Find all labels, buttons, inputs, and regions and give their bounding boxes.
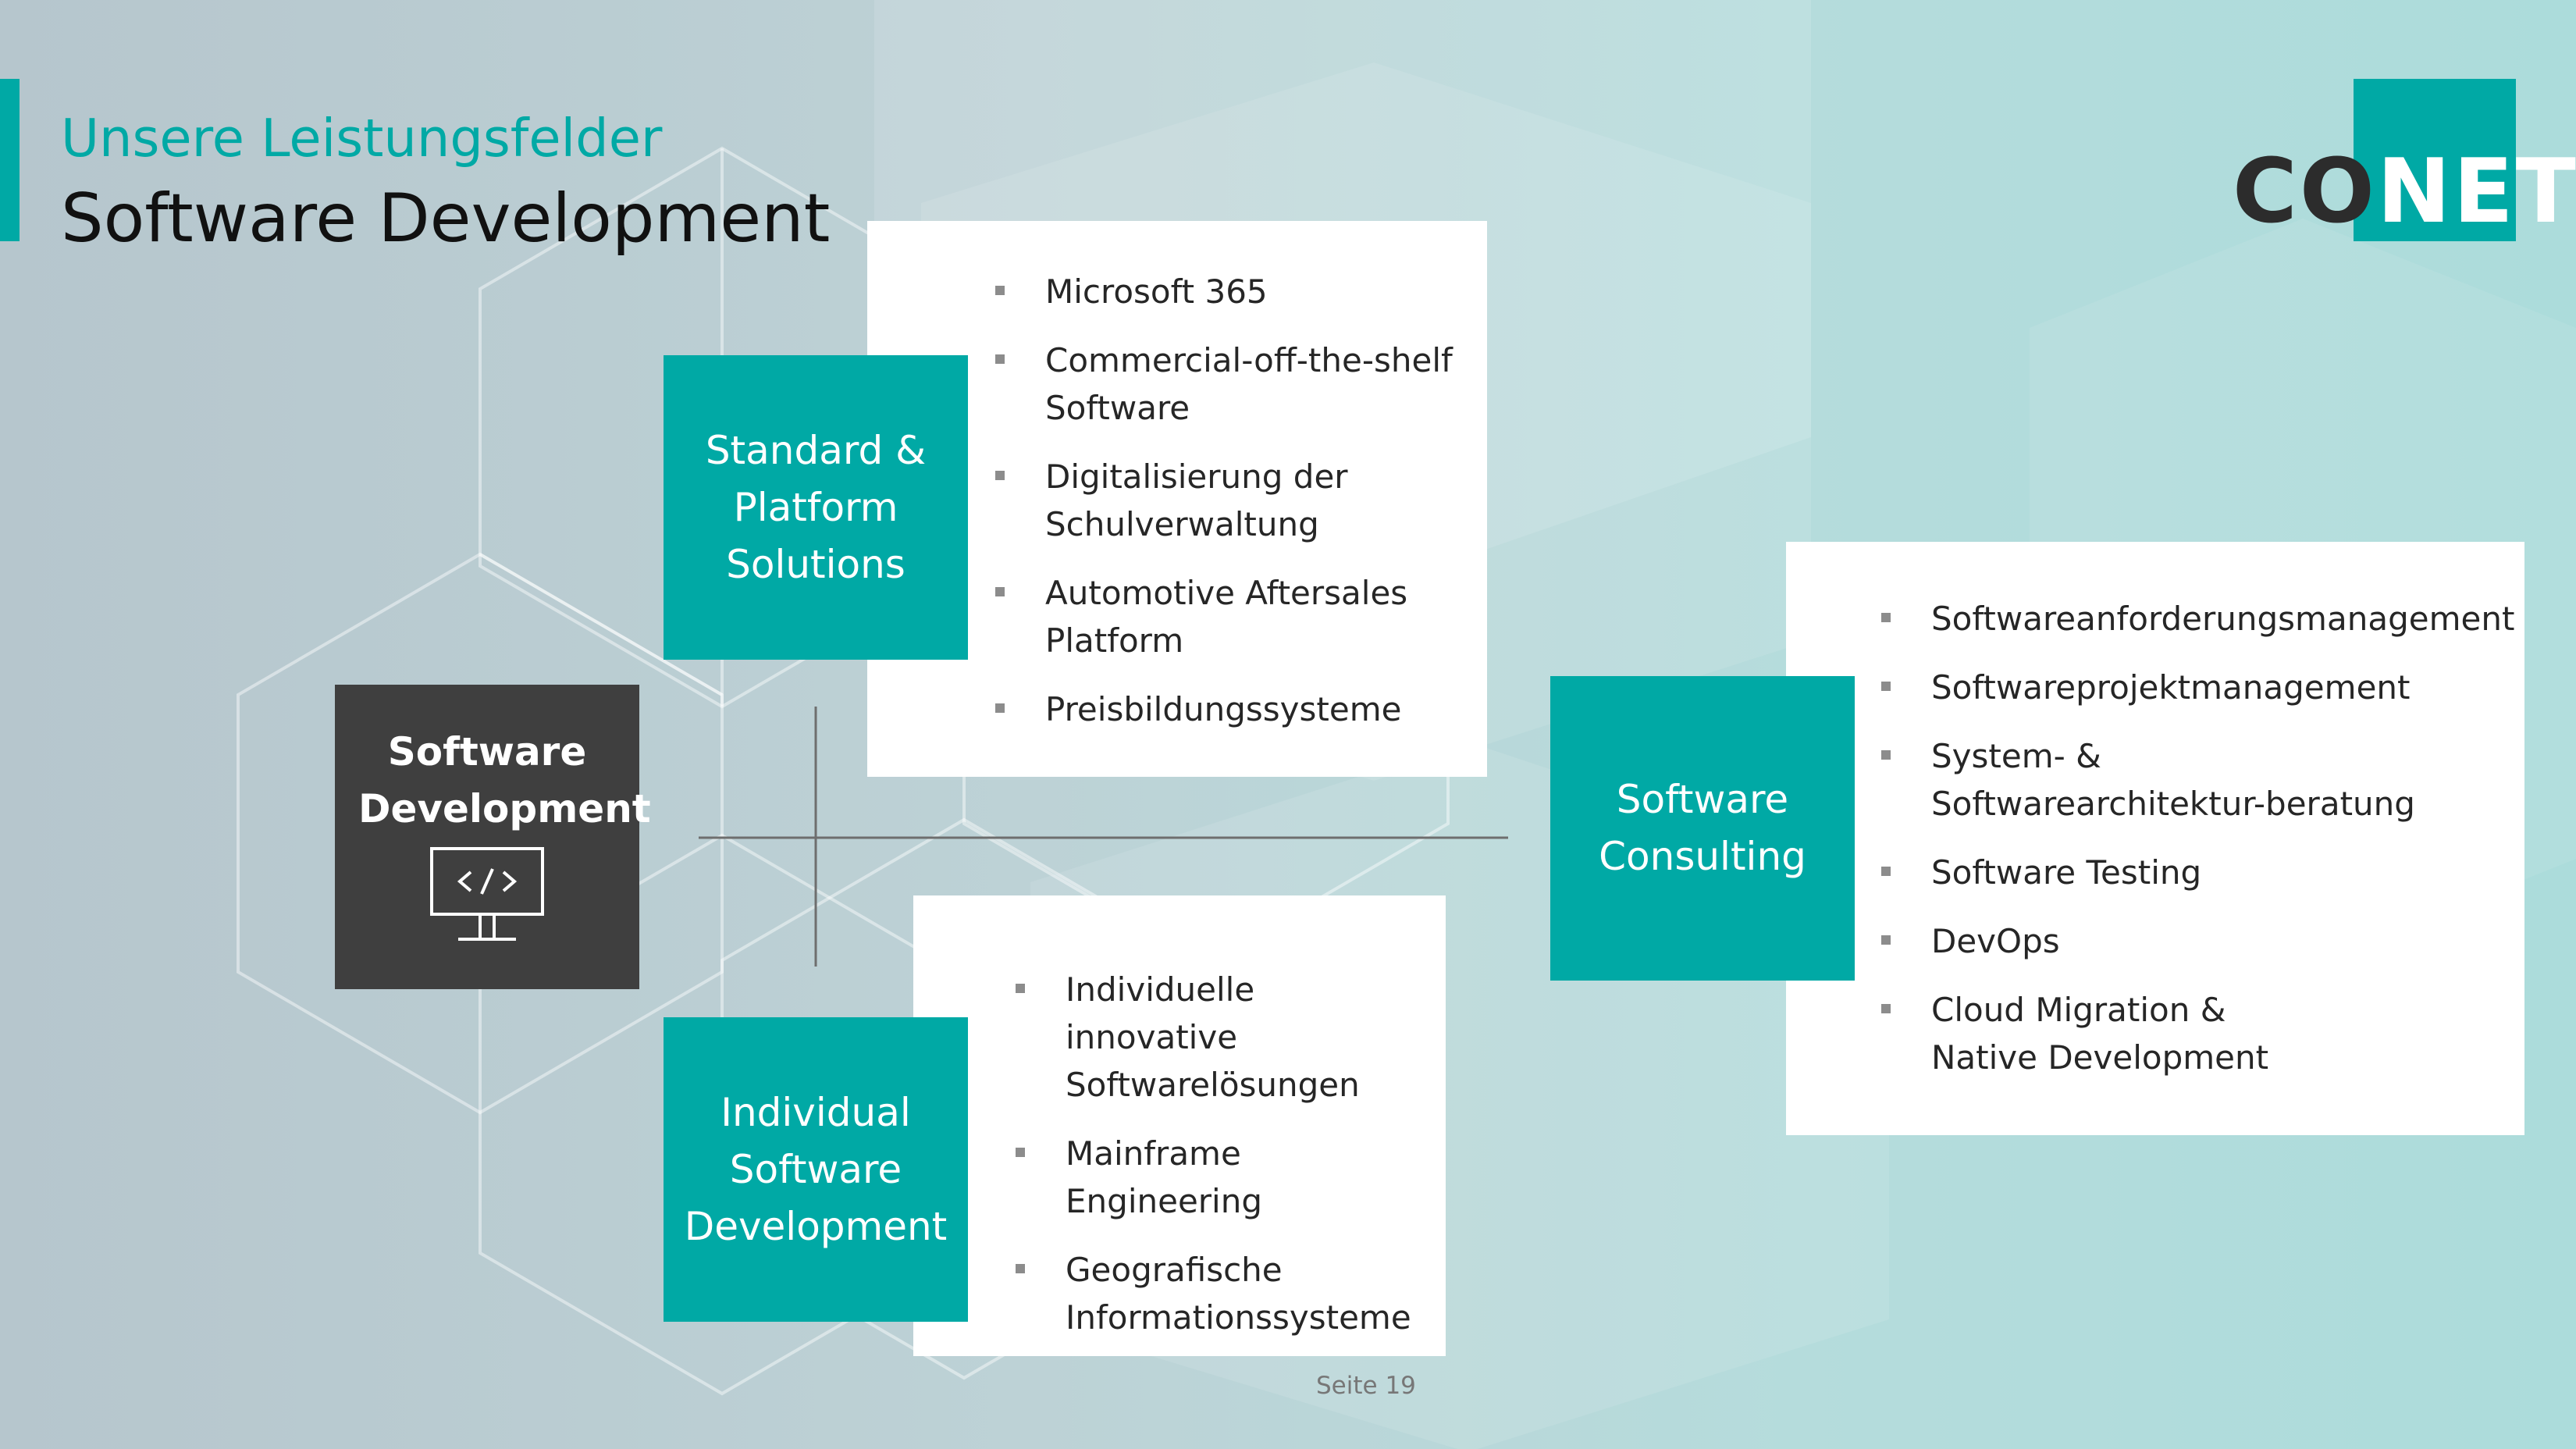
code-monitor-icon [430,847,544,941]
list-item: Preisbildungssysteme [995,685,1464,733]
logo-text: CONET [2233,140,2576,243]
list-item: Commercial-off-the-shelf Software [995,336,1464,432]
bullet-icon [1881,1004,1891,1013]
list-item: Microsoft 365 [995,268,1464,315]
list-item: Software Testing [1881,849,2506,896]
list-item: Individuelle innovative Softwarelösungen [1016,966,1421,1109]
title-accent-bar [0,79,20,241]
list-item: Cloud Migration & Native Development [1881,986,2337,1081]
bullet-icon [1016,1148,1025,1157]
standard-solutions-card: Microsoft 365 Commercial-off-the-shelf S… [867,221,1487,777]
software-development-tile: Software Development [335,685,651,989]
bullet-icon [995,286,1005,295]
section-kicker: Unsere Leistungsfelder [61,108,663,169]
conet-logo: CONET [2233,79,2576,242]
software-consulting-card: Softwareanforderungsmanagement Softwarep… [1786,542,2524,1135]
center-title: Software Development [358,729,651,831]
list-item: Digitalisierung der Schulverwaltung [995,453,1464,548]
page-title: Software Development [61,180,831,258]
bullet-icon [995,703,1005,713]
page-number: Seite 19 [1316,1372,1416,1400]
individual-development-tile: Individual Software Development [664,1017,968,1322]
bullet-icon [1881,613,1891,622]
bullet-icon [1881,682,1891,691]
bullet-icon [995,587,1005,596]
bullet-icon [1881,935,1891,945]
list-item: Automotive Aftersales Platform [995,569,1464,664]
bullet-icon [1016,1264,1025,1273]
list-item: DevOps [1881,917,2506,965]
standard-solutions-list: Microsoft 365 Commercial-off-the-shelf S… [995,268,1464,754]
list-item: Softwareprojektmanagement [1881,664,2506,711]
bullet-icon [995,471,1005,480]
list-item: Softwareanforderungsmanagement [1881,595,2514,643]
bullet-icon [1016,984,1025,993]
bullet-icon [1881,867,1891,876]
list-item: Mainframe Engineering [1016,1130,1421,1225]
individual-development-card: Individuelle innovative Softwarelösungen… [913,895,1446,1356]
bullet-icon [1881,750,1891,760]
standard-solutions-tile: Standard & Platform Solutions [664,355,968,660]
list-item: System- & Softwarearchitektur-beratung [1881,732,2415,828]
logo-square [2354,79,2516,241]
bullet-icon [995,354,1005,364]
software-consulting-list: Softwareanforderungsmanagement Softwarep… [1881,595,2514,1102]
individual-development-list: Individuelle innovative Softwarelösungen… [1016,966,1421,1362]
software-consulting-tile: Software Consulting [1550,676,1855,981]
list-item: Geografische Informationssysteme [1016,1246,1421,1341]
